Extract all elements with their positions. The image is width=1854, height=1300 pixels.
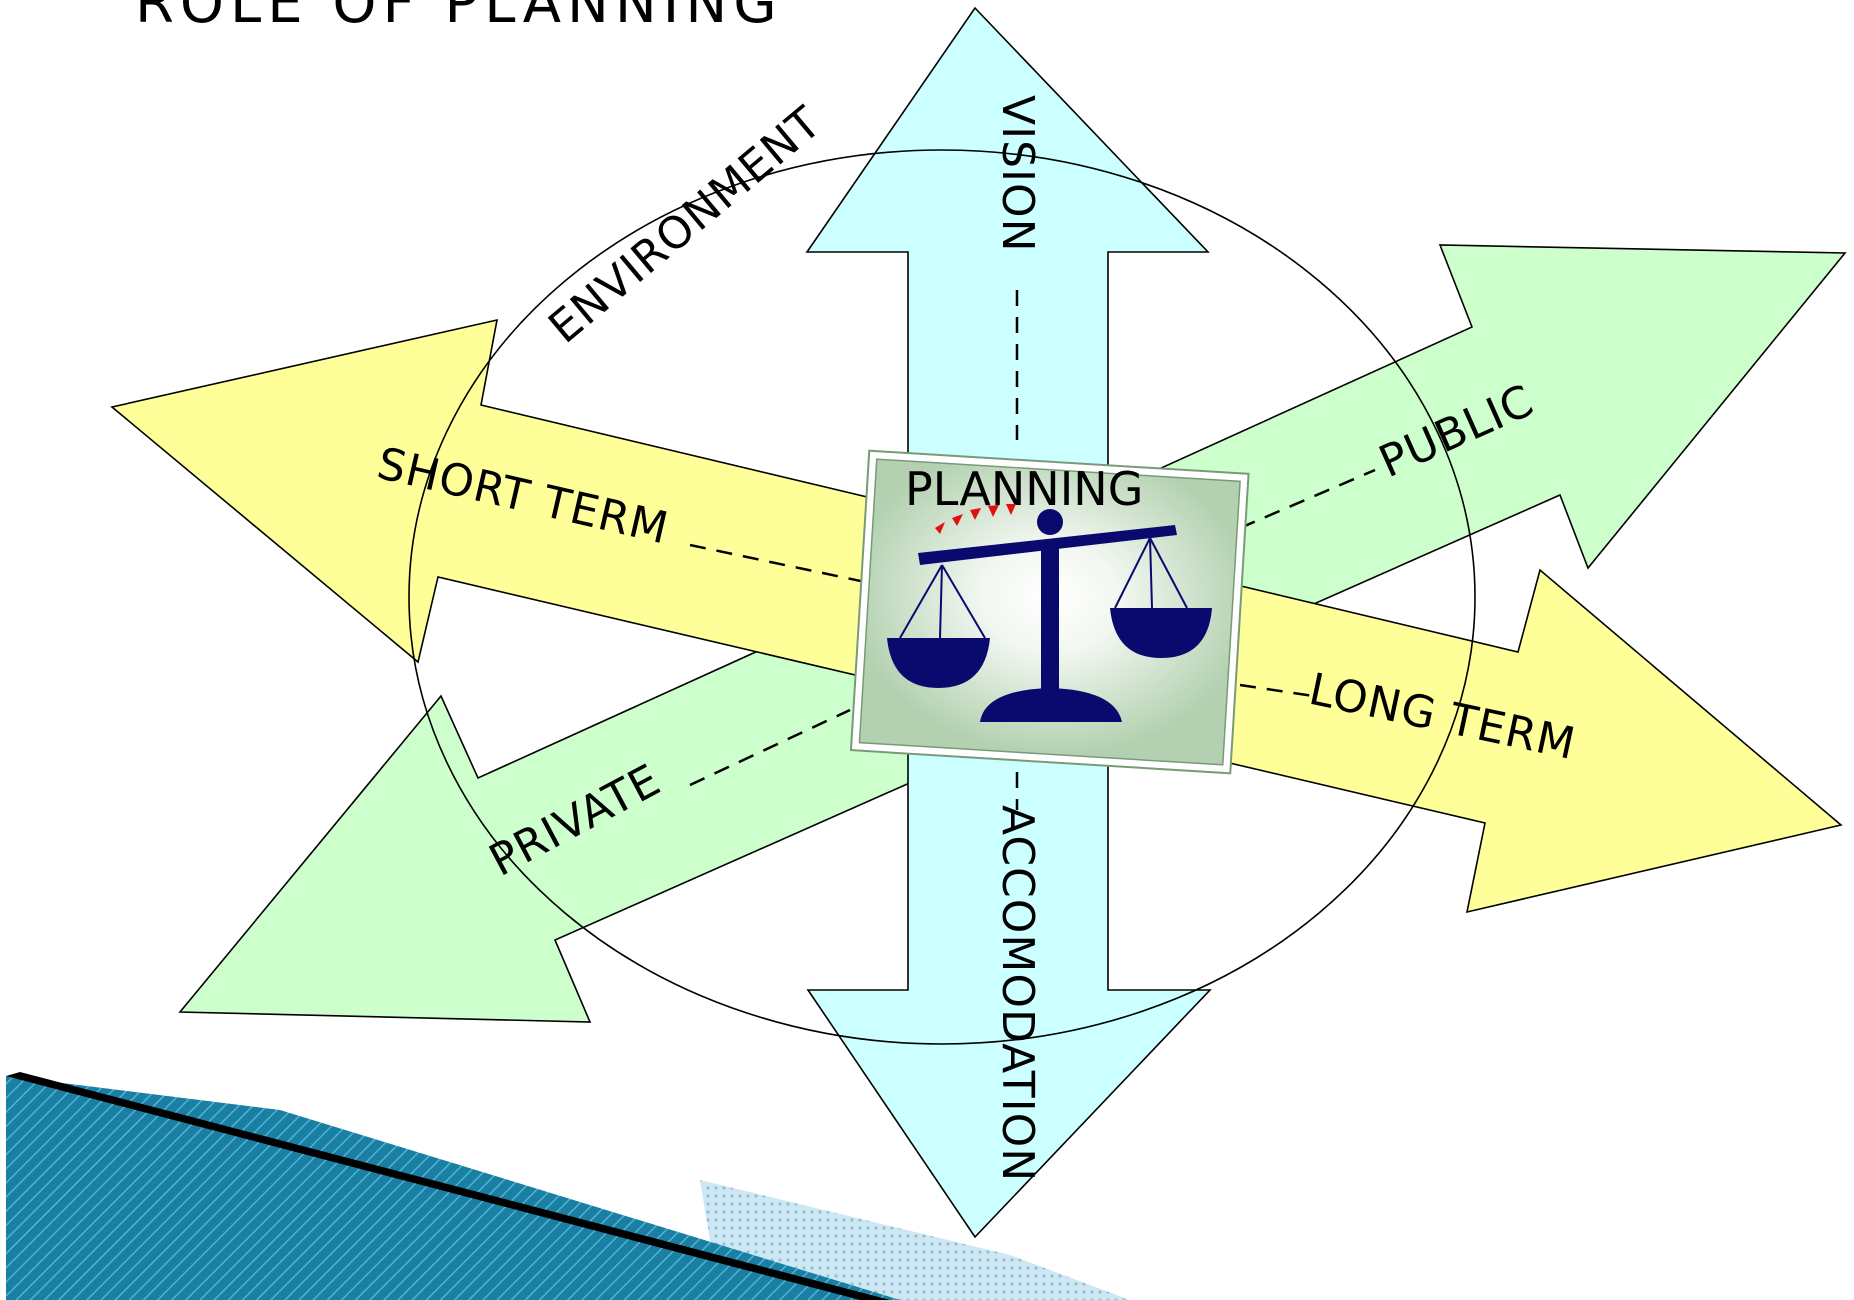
slide-title: ROLE OF PLANNING bbox=[135, 0, 783, 36]
vision-label: VISION bbox=[992, 95, 1043, 253]
planning-label: PLANNING bbox=[905, 462, 1143, 516]
balance-scale-icon bbox=[887, 504, 1212, 722]
accomodation-label: ACCOMODATION bbox=[992, 805, 1043, 1182]
dashed-connectors bbox=[689, 290, 1376, 810]
corner-banner bbox=[6, 1072, 1130, 1300]
environment-label: ENVIRONMENT bbox=[539, 97, 831, 354]
environment-circle bbox=[408, 149, 1476, 1045]
